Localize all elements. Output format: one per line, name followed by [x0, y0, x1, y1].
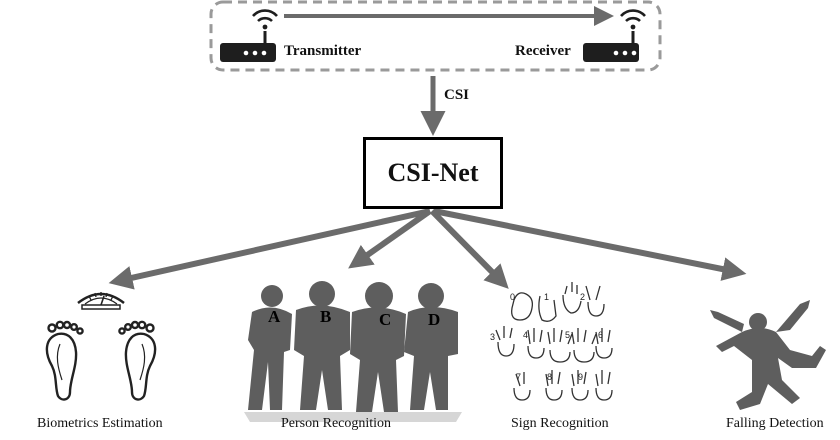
sign-digit-6: 6	[598, 330, 603, 340]
person-recognition-label: Person Recognition	[281, 416, 392, 431]
csi-signal-label: CSI	[444, 87, 470, 103]
branch-arrows	[108, 208, 747, 290]
sign-digit-2: 2	[580, 292, 585, 302]
transmitter-router-icon	[220, 31, 276, 62]
csi-net-title: CSI-Net	[387, 158, 479, 187]
people-silhouettes-icon	[244, 281, 462, 422]
hand-signs-icon	[495, 282, 613, 401]
falling-person-icon	[710, 300, 826, 410]
receiver-wifi-icon	[620, 9, 646, 30]
person-b-silhouette	[294, 281, 350, 410]
arrow-to-falling	[433, 208, 747, 281]
person-letter-a: A	[268, 307, 281, 326]
person-a-silhouette	[248, 285, 292, 410]
sign-digit-7: 7	[516, 372, 521, 382]
sign-digit-3: 3	[490, 332, 495, 342]
sign-digit-0: 0	[510, 292, 515, 302]
sign-digit-8: 8	[547, 372, 552, 382]
scale-icon	[77, 292, 125, 310]
sign-digit-1: 1	[544, 292, 549, 302]
right-footprint-icon	[118, 320, 157, 401]
falling-detection-label: Falling Detection	[726, 416, 824, 431]
left-footprint-icon	[45, 320, 84, 401]
csi-net-box: CSI-Net	[363, 137, 503, 209]
person-letter-c: C	[379, 310, 391, 329]
sign-digit-9: 9	[578, 372, 583, 382]
arrow-to-sign	[429, 208, 509, 289]
person-c-silhouette	[350, 282, 406, 412]
person-d-silhouette	[404, 283, 458, 410]
wifi-link-box	[209, 0, 662, 72]
person-letter-b: B	[320, 307, 331, 326]
arrow-to-biometrics	[108, 208, 431, 290]
receiver-label: Receiver	[515, 43, 571, 59]
sign-recognition-label: Sign Recognition	[511, 416, 609, 431]
sign-digit-4: 4	[523, 330, 528, 340]
transmitter-wifi-icon	[252, 9, 278, 30]
arrow-to-person	[348, 208, 432, 269]
biometrics-estimation-label: Biometrics Estimation	[37, 416, 163, 431]
sign-digit-5: 5	[565, 330, 570, 340]
transmitter-label: Transmitter	[284, 43, 362, 59]
person-letter-d: D	[428, 310, 440, 329]
receiver-router-icon	[583, 31, 639, 62]
